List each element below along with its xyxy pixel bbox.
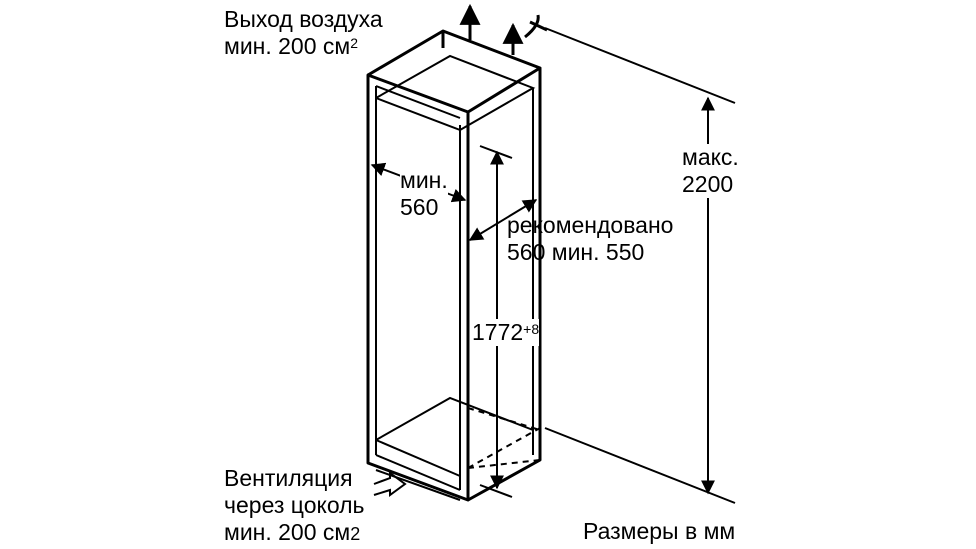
niche-depth-line2: 560 мин. 550: [507, 239, 645, 265]
ventilation-arrow: [373, 471, 407, 497]
base-dashed: [467, 407, 541, 469]
ventilation-label: Вентиляция через цоколь мин. 200 см2: [224, 465, 365, 548]
units-note: Размеры в мм: [583, 518, 736, 544]
air-outlet-line2: мин. 200 см2: [224, 33, 359, 59]
airflow-arrows: [373, 3, 548, 497]
niche-depth-line1: рекомендовано: [507, 212, 674, 238]
ventilation-line2: через цоколь: [224, 492, 365, 518]
ventilation-line1: Вентиляция: [224, 465, 353, 491]
max-height-line2: 2200: [682, 171, 734, 197]
niche-height-value: 1772+8: [472, 319, 540, 345]
max-height-line1: макс.: [682, 144, 739, 170]
air-outlet-line1: Выход воздуха: [224, 6, 383, 32]
air-outlet-curve: [524, 14, 548, 39]
max-height-label: макс. 2200: [682, 144, 739, 198]
niche-height-label: 1772+8: [472, 319, 540, 346]
air-outlet-label: Выход воздуха мин. 200 см2: [224, 6, 383, 60]
niche-width-label: мин. 560: [400, 167, 448, 221]
niche-width-line1: мин.: [400, 167, 448, 193]
ventilation-line3: мин. 200 см2: [224, 519, 361, 545]
niche-inner-lines: [375, 54, 536, 501]
niche-depth-label: рекомендовано 560 мин. 550: [507, 212, 673, 266]
niche-width-line2: 560: [400, 194, 439, 220]
